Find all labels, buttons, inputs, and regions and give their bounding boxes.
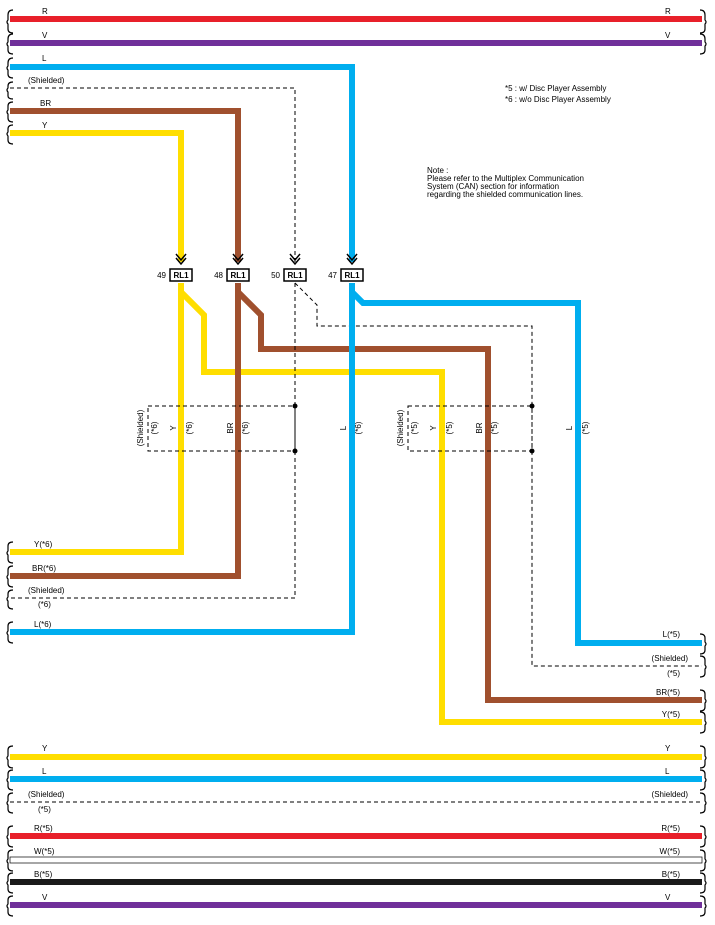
connector-50-pin: 50: [271, 271, 280, 280]
vlabel-m6-c: (*6): [241, 421, 250, 434]
label-br-top: BR: [40, 99, 51, 108]
label-top-r-right: R: [665, 7, 671, 16]
label-bottom-l-left: L: [42, 767, 47, 776]
wire-l-top: [10, 64, 355, 262]
note-line-3: System (CAN) section for information: [427, 182, 559, 191]
connector-49: RL1 49: [157, 253, 193, 282]
right-braces: [699, 9, 707, 917]
vlabel-m6-a: (*6): [150, 421, 159, 434]
wire-y-top: [10, 130, 184, 262]
vlabel-shielded-m5: (Shielded): [396, 409, 405, 446]
note-line-2: Please refer to the Multiplex Communicat…: [427, 174, 584, 183]
label-bottom-y-right: Y: [665, 744, 671, 753]
wire-br-m6: [10, 283, 241, 579]
note: Note : Please refer to the Multiplex Com…: [427, 166, 584, 199]
label-bottom-w-left: W(*5): [34, 847, 55, 856]
label-y-m5: Y(*5): [662, 710, 681, 719]
label-top-v-right: V: [665, 31, 671, 40]
wire-y-m5: [178, 283, 702, 725]
connector-48: RL1 48: [214, 253, 250, 282]
wire-l-m6: [10, 283, 355, 635]
vlabel-y-m6: Y: [169, 425, 178, 431]
label-y-top: Y: [42, 121, 48, 130]
wire-shielded-top: [10, 87, 296, 262]
label-bottom-v-left: V: [42, 893, 48, 902]
label-bottom-y-left: Y: [42, 744, 48, 753]
label-shielded-top: (Shielded): [28, 76, 65, 85]
label-bottom-v-right: V: [665, 893, 671, 902]
vlabel-y-m5: Y: [429, 425, 438, 431]
connector-50-name: RL1: [287, 271, 303, 280]
connector-50: RL1 50: [271, 253, 307, 282]
label-top-r-left: R: [42, 7, 48, 16]
wire-shielded-m6: [10, 283, 296, 599]
label-bottom-r-right: R(*5): [661, 824, 680, 833]
label-l-top: L: [42, 54, 47, 63]
connector-48-name: RL1: [230, 271, 246, 280]
connector-49-name: RL1: [173, 271, 189, 280]
legend-item-2: *6 : w/o Disc Player Assembly: [505, 95, 611, 104]
label-shielded-m6: (Shielded): [28, 586, 65, 595]
vlabel-m5-b: (*5): [445, 421, 454, 434]
vlabel-m6-b: (*6): [185, 421, 194, 434]
note-line-4: regarding the shielded communication lin…: [427, 190, 583, 199]
vlabel-m5-d: (*5): [581, 421, 590, 434]
left-braces: [6, 9, 14, 917]
connector-48-pin: 48: [214, 271, 223, 280]
wire-shielded-m5: [294, 282, 702, 667]
label-bottom-w-right: W(*5): [660, 847, 681, 856]
wire-y-m6: [10, 283, 184, 555]
wire-br-m5: [235, 283, 702, 703]
note-line-1: Note :: [427, 166, 448, 175]
label-bottom-shielded-right: (Shielded): [652, 790, 689, 799]
vlabel-br-m5: BR: [475, 422, 484, 433]
vlabel-m6-d: (*6): [354, 421, 363, 434]
legend: *5 : w/ Disc Player Assembly *6 : w/o Di…: [505, 84, 611, 104]
bottom-wire-w: [9, 856, 703, 864]
label-br-m6: BR(*6): [32, 564, 56, 573]
label-br-m5: BR(*5): [656, 688, 680, 697]
label-m5-shielded-suffix: (*5): [667, 669, 680, 678]
label-bottom-l-right: L: [665, 767, 670, 776]
vlabel-br-m6: BR: [226, 422, 235, 433]
vlabel-m5-a: (*5): [410, 421, 419, 434]
shield-box-m6: [147, 403, 298, 454]
label-bottom-b-right: B(*5): [662, 870, 681, 879]
vlabel-l-m5: L: [565, 425, 574, 430]
wire-l-m5: [349, 283, 702, 646]
vlabel-l-m6: L: [339, 425, 348, 430]
label-bottom-b-left: B(*5): [34, 870, 53, 879]
label-bottom-r-left: R(*5): [34, 824, 53, 833]
label-l-m5: L(*5): [663, 630, 681, 639]
vlabel-m5-c: (*5): [490, 421, 499, 434]
label-l-m6: L(*6): [34, 620, 52, 629]
label-m6-shielded-suffix: (*6): [38, 600, 51, 609]
label-top-v-left: V: [42, 31, 48, 40]
connector-47: RL1 47: [328, 253, 364, 282]
wire-br-top: [10, 108, 241, 262]
connector-49-pin: 49: [157, 271, 166, 280]
connector-47-pin: 47: [328, 271, 337, 280]
label-y-m6: Y(*6): [34, 540, 53, 549]
label-bottom-shielded-left: (Shielded): [28, 790, 65, 799]
shield-box-m5: [407, 403, 535, 454]
connector-47-name: RL1: [344, 271, 360, 280]
label-shielded-m5: (Shielded): [652, 654, 689, 663]
vlabel-shielded-m6: (Shielded): [136, 409, 145, 446]
legend-item-1: *5 : w/ Disc Player Assembly: [505, 84, 606, 93]
label-bottom-m5: (*5): [38, 805, 51, 814]
